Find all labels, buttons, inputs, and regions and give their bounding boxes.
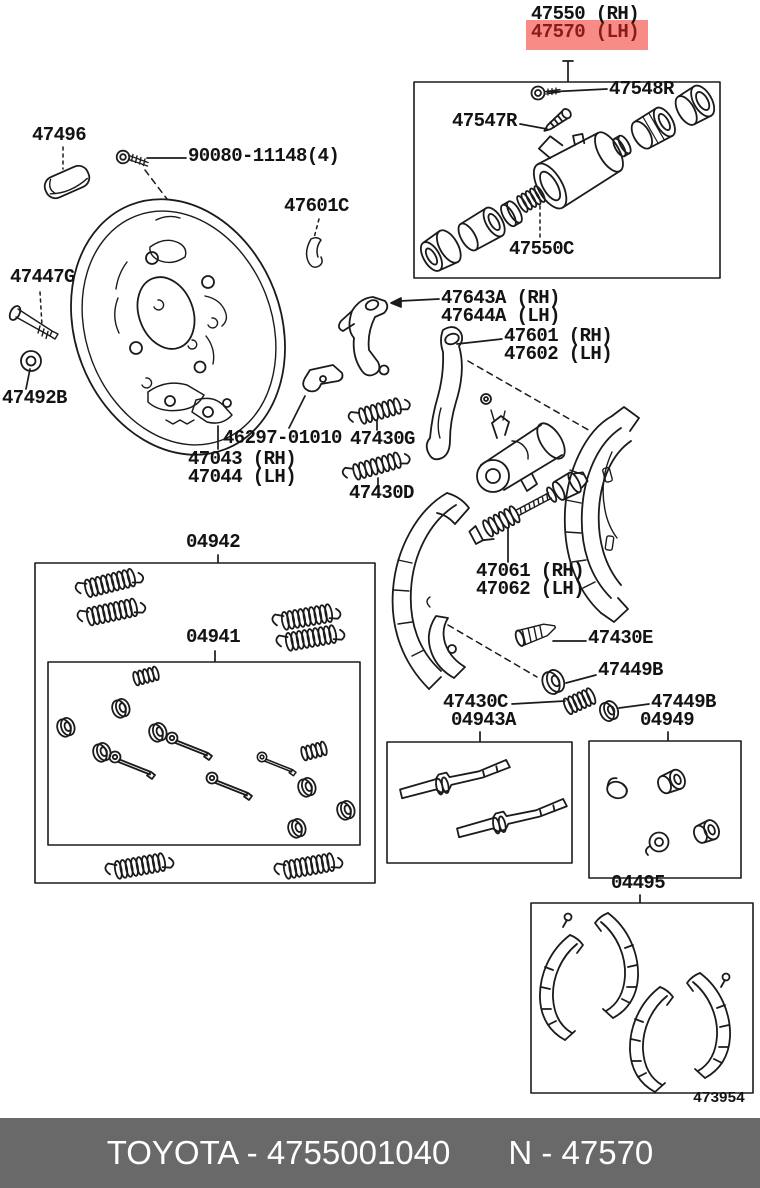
box-wheel-cylinder-kit	[413, 81, 721, 279]
part-label-47430e[interactable]: 47430E	[588, 627, 653, 649]
group-boxes	[34, 81, 754, 1094]
part-label-47601-rh[interactable]: 47601 (RH)	[504, 325, 613, 347]
kit-04943a-struts-drawing	[397, 757, 571, 844]
box-04941	[47, 661, 361, 846]
construction-lines	[39, 146, 593, 678]
washer-47449b-drawing	[541, 669, 566, 695]
backing-plate-drawing	[70, 198, 286, 456]
part-label-47601c[interactable]: 47601C	[284, 195, 349, 217]
footer-part-code: N - 47570	[508, 1134, 654, 1171]
part-label-47643a-rh[interactable]: 47643A (RH)	[441, 287, 560, 309]
leader-lines	[25, 60, 669, 903]
footer-bar: TOYOTA - 4755001040 N - 47570	[0, 1118, 760, 1188]
box-04942	[34, 562, 376, 884]
box-04949	[588, 740, 742, 879]
part-label-47496[interactable]: 47496	[32, 124, 87, 146]
part-label-47061-rh[interactable]: 47061 (RH)	[476, 560, 585, 582]
part-label-47449b-2[interactable]: 47449B	[651, 691, 716, 713]
kit-04949-contents-drawing	[606, 768, 720, 856]
part-label-47043-rh[interactable]: 47043 (RH)	[188, 448, 297, 470]
kit-04495-shoes-drawing	[539, 912, 731, 1093]
footer-brand-code: TOYOTA - 4755001040	[106, 1134, 451, 1171]
spring-47430d-drawing	[341, 451, 411, 481]
spring-47430c-drawing	[562, 687, 597, 716]
part-label-90080-11148[interactable]: 90080-11148(4)	[188, 145, 340, 167]
part-label-47449b-1[interactable]: 47449B	[598, 659, 663, 681]
part-label-47570-lh[interactable]: 47570 (LH)	[531, 21, 640, 43]
part-label-47547r[interactable]: 47547R	[452, 110, 517, 132]
part-label-47644a-lh[interactable]: 47644A (LH)	[441, 305, 560, 327]
part-label-47550c[interactable]: 47550C	[509, 238, 574, 260]
part-label-47430d[interactable]: 47430D	[349, 482, 414, 504]
part-label-47550-rh[interactable]: 47550 (RH)	[531, 3, 640, 25]
adjuster-47061-drawing	[468, 471, 589, 545]
lever-46297-drawing	[302, 364, 344, 393]
lever-47643a-drawing	[338, 296, 390, 377]
bleeder-screw-47547r	[543, 108, 572, 132]
bolt-90080-drawing	[115, 149, 149, 167]
part-label-04941[interactable]: 04941	[186, 626, 241, 648]
part-label-47044-lh[interactable]: 47044 (LH)	[188, 466, 297, 488]
selected-part-highlight[interactable]	[526, 20, 648, 50]
spring-47430g-drawing	[347, 397, 411, 425]
kit-04941-contents-drawing	[53, 665, 358, 841]
grommet-47492b-drawing	[20, 350, 42, 372]
bolt-47447g-drawing	[8, 305, 59, 340]
lever-47601-drawing	[425, 326, 464, 461]
part-label-46297-01010[interactable]: 46297-01010	[223, 427, 342, 449]
screw-47548r	[530, 85, 561, 101]
part-label-47447g[interactable]: 47447G	[10, 266, 75, 288]
part-label-47062-lh[interactable]: 47062 (LH)	[476, 578, 585, 600]
part-label-47602-lh[interactable]: 47602 (LH)	[504, 343, 613, 365]
box-04943a	[386, 741, 573, 864]
part-label-47492b[interactable]: 47492B	[2, 387, 67, 409]
wheel-cylinder-assembled-drawing	[476, 393, 566, 493]
part-label-47430c[interactable]: 47430C	[443, 691, 508, 713]
wheel-cylinder-kit-drawing	[419, 84, 716, 272]
part-label-04495[interactable]: 04495	[611, 872, 666, 894]
washer-47449b2-drawing	[599, 700, 620, 722]
part-label-47430g[interactable]: 47430G	[350, 428, 415, 450]
part-label-04942[interactable]: 04942	[186, 531, 241, 553]
brake-shoe-left-drawing	[391, 492, 470, 690]
stud-47430e-drawing	[514, 623, 557, 647]
diagram-reference-number: 473954	[693, 1090, 745, 1107]
clip-47601c-drawing	[305, 236, 323, 268]
brake-shoe-right-drawing	[563, 406, 640, 623]
box-04495	[530, 902, 754, 1094]
part-label-04949[interactable]: 04949	[640, 709, 695, 731]
part-label-04943a[interactable]: 04943A	[451, 709, 516, 731]
plug-47496-drawing	[43, 164, 91, 200]
part-label-47548r[interactable]: 47548R	[609, 78, 674, 100]
